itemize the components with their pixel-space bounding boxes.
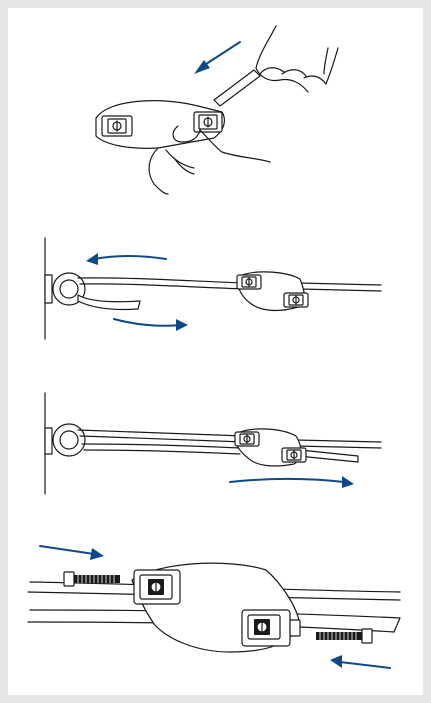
arrow-icon — [114, 319, 188, 331]
arrow-icon — [86, 253, 166, 265]
clip-icon — [132, 563, 300, 652]
strap-icon — [78, 278, 381, 310]
arrow-icon — [40, 546, 104, 560]
arrow-icon — [330, 655, 390, 668]
arrow-icon — [230, 476, 354, 488]
step-4-fasten-screws — [8, 528, 423, 688]
hand-icon — [256, 26, 338, 92]
strap-icon — [214, 70, 260, 106]
arrow-icon — [194, 42, 240, 74]
step-2-loop-through-eye — [8, 233, 423, 353]
step-1-insert-strap — [8, 8, 423, 198]
clip-icon — [96, 101, 224, 149]
screw-icon — [316, 629, 372, 643]
clip-icon — [235, 429, 306, 466]
instruction-figure — [8, 8, 423, 695]
clip-icon — [237, 272, 308, 311]
eye-bolt-icon — [53, 424, 85, 456]
strap-icon — [78, 430, 381, 462]
step-3-pull-tight — [8, 388, 423, 503]
